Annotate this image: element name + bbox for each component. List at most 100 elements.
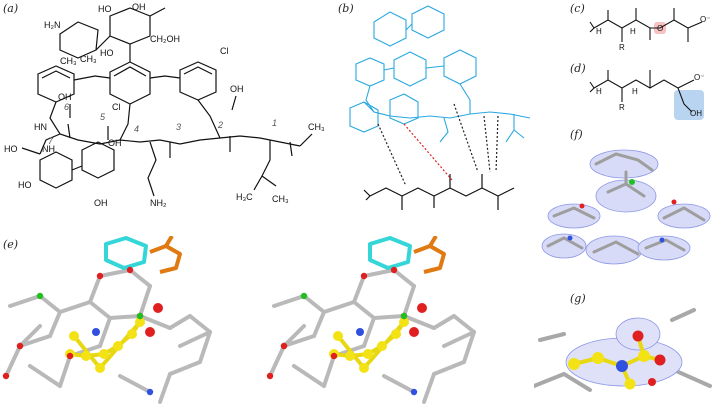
yellow-ligand-atom (95, 363, 105, 373)
label-ho-ring: HO (18, 180, 32, 190)
panel-label-f: (f) (570, 128, 583, 141)
yellow-ligand-atom (113, 341, 123, 351)
yellow-ligand-atom (333, 331, 343, 341)
peptide-d-r: R (619, 103, 625, 112)
stick-bond (302, 294, 326, 314)
label-oh-top: OH (132, 2, 146, 12)
panel-b-binding-schematic (334, 0, 566, 225)
label-hn-left: HN (34, 122, 47, 132)
density-map-g-image (534, 308, 712, 392)
stick-bond (362, 316, 376, 348)
label-ch3-2: CH₃ (80, 54, 97, 64)
hetero-atom (126, 266, 134, 274)
stick-bond (432, 314, 456, 330)
panel-g-ligand-density (534, 300, 720, 412)
hetero-atom (300, 292, 308, 300)
yellow-ligand-atom (127, 329, 137, 339)
hetero-atom (16, 342, 24, 350)
label-ch2oh: CH₂OH (150, 34, 180, 44)
stick-bond (402, 284, 416, 318)
panel-label-g: (g) (570, 292, 586, 305)
panel-label-c: (c) (570, 2, 585, 15)
peptide-c-h2: H (630, 27, 636, 36)
label-nh-left: NH (42, 144, 55, 154)
hetero-atom (96, 272, 104, 280)
hetero-atom (266, 372, 274, 380)
nitrogen-atom (356, 328, 364, 336)
residue-number-2: 2 (217, 120, 223, 130)
panel-label-b: (b) (338, 2, 354, 15)
panel-d-peptide-serine: H H R O⁻ OH (586, 60, 720, 126)
stick-bond (362, 268, 396, 278)
hetero-atom (360, 272, 368, 280)
stick-bond (158, 372, 172, 404)
yellow-ligand-atom (399, 317, 409, 327)
panel-e-stereo-view (0, 236, 534, 412)
peptide-c-r: R (619, 43, 625, 52)
yellow-ligand-atom (345, 351, 355, 361)
stereo-pair-image (2, 236, 476, 404)
stick-bond (88, 300, 112, 320)
hetero-atom (2, 372, 10, 380)
orange-sugar-sticks (413, 236, 446, 274)
label-oh-6: OH (58, 92, 72, 102)
stick-bond (392, 268, 416, 288)
label-h3c: H₃C (236, 192, 253, 202)
density-map-f-image (541, 149, 711, 265)
stick-bond (382, 374, 416, 394)
peptide-c-o-ester: O (657, 24, 663, 33)
stick-bond (168, 360, 202, 376)
hetero-atom (400, 312, 408, 320)
stick-bond (372, 314, 406, 320)
stick-bond (38, 294, 62, 314)
hetero-atom (146, 388, 154, 396)
stick-bond (168, 314, 192, 330)
panel-c-peptide-ester: H H O R O⁻ (586, 0, 720, 60)
panel-a-structure: H₂N HO OH CH₂OH HO CH₃ CH₃ Cl Cl OH OH H… (0, 0, 330, 225)
oxygen-atom (417, 303, 427, 313)
yellow-ligand-atom (377, 341, 387, 351)
yellow-ligand-atom (359, 363, 369, 373)
panel-label-e: (e) (3, 238, 19, 251)
oxygen-atom (409, 327, 419, 337)
peptide-d-oxminus: O⁻ (694, 73, 704, 82)
stick-bond (98, 268, 132, 278)
cyan-sugar-sticks (368, 236, 412, 270)
stick-bond (98, 316, 112, 348)
panel-label-d: (d) (570, 62, 586, 75)
stick-bond (322, 300, 356, 314)
hetero-atom (66, 352, 74, 360)
stick-bond (272, 294, 306, 308)
stick-bond (462, 330, 476, 364)
peptide-d-h2: H (632, 87, 638, 96)
stick-bond (48, 310, 62, 338)
peptide-d-oh: OH (690, 109, 702, 118)
stick-bond (422, 372, 436, 404)
label-oh-chain: OH (230, 84, 244, 94)
orange-sugar-sticks (149, 236, 182, 274)
stick-bond (58, 354, 72, 388)
panel-label-a: (a) (3, 2, 19, 15)
residue-number-4: 4 (134, 124, 139, 134)
stick-bond (18, 324, 42, 348)
stick-bond (432, 360, 466, 376)
residue-number-5: 5 (100, 112, 106, 122)
residue-number-1: 1 (272, 118, 277, 128)
label-ho-left: HO (4, 144, 18, 154)
vancomycin-structure-drawing: H₂N HO OH CH₂OH HO CH₃ CH₃ Cl Cl OH OH H… (4, 2, 325, 208)
label-ch3-bottom: CH₃ (272, 194, 289, 204)
stick-bond (58, 300, 92, 314)
stick-bond (108, 314, 142, 320)
stick-bond (138, 314, 172, 330)
peptide-d-h1: H (596, 87, 602, 96)
stick-bond (402, 314, 436, 330)
peptide-d-drawing: H H R O⁻ OH (589, 70, 704, 120)
oxygen-atom (145, 327, 155, 337)
stick-bond (4, 344, 22, 378)
stick-bond (118, 374, 152, 394)
yellow-ligand-atom (391, 329, 401, 339)
hetero-atom (280, 342, 288, 350)
peptide-c-h1: H (596, 27, 602, 36)
yellow-ligand-atom (81, 351, 91, 361)
stick-bond (178, 330, 212, 348)
